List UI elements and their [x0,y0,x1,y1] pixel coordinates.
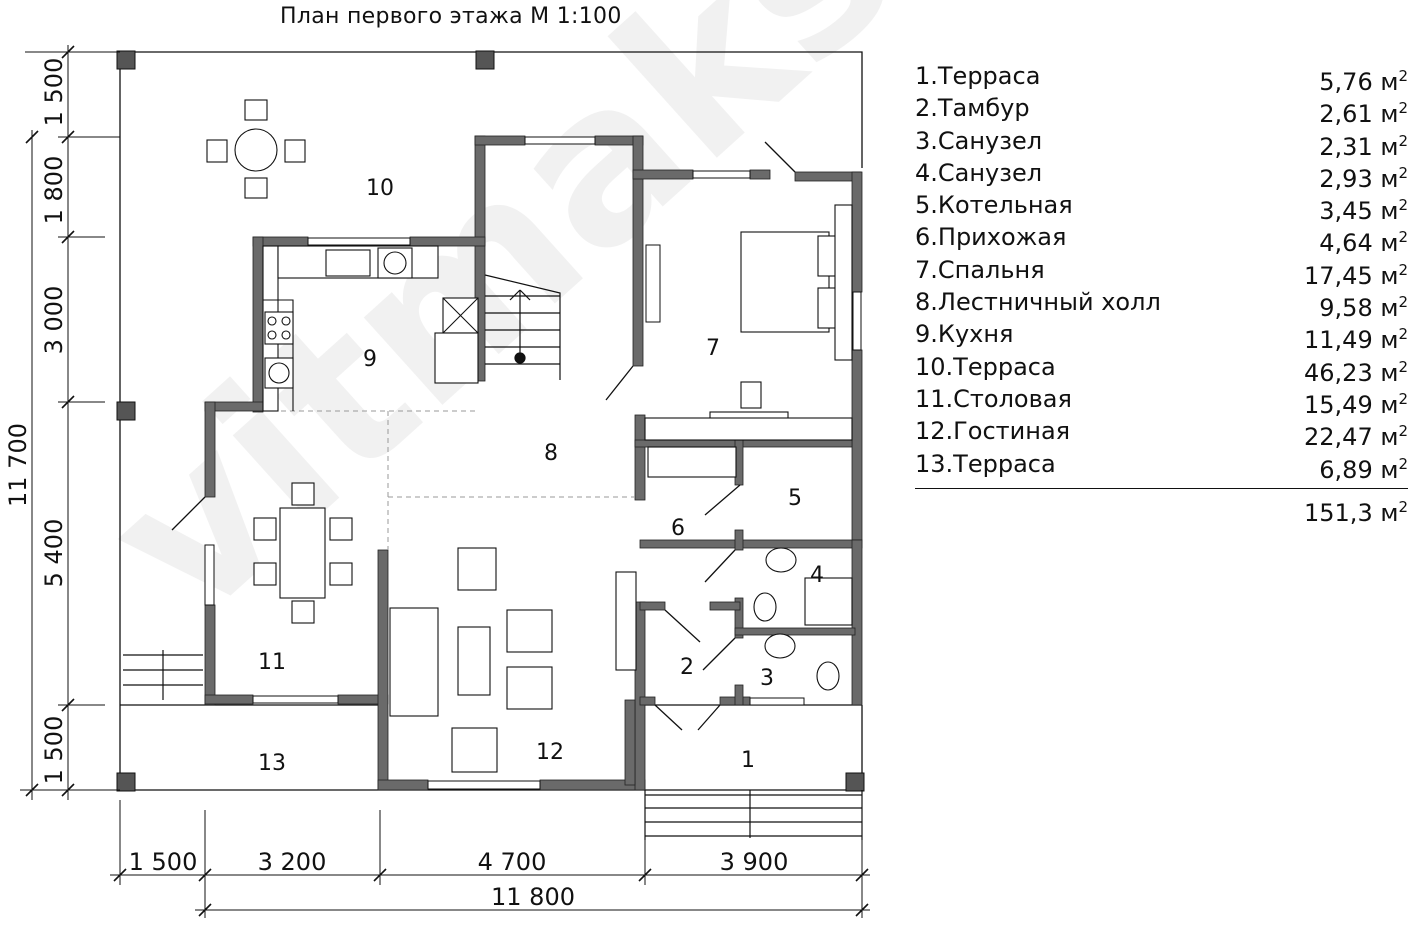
legend-row: 12.Гостиная 22,47 м2 [915,415,1408,452]
kitchen-furniture [262,245,479,412]
room-number: 13 [258,751,286,776]
room-name: 9.Кухня [915,320,1014,349]
room-number: 12 [536,740,564,765]
dim-left-1: 1 500 [40,58,68,127]
legend-total: 151,3 м2 [1304,497,1408,527]
doors [171,141,796,731]
room-name: 12.Гостиная [915,417,1071,446]
room-legend: 1.Терраса 5,76 м2 2.Тамбур 2,61 м2 3.Сануз… [915,60,1408,527]
plan-title: План первого этажа М 1:100 [280,4,622,29]
legend-row: 2.Тамбур 2,61 м2 [915,92,1408,129]
legend-row: 13.Терраса 6,89 м2 [915,448,1408,484]
room-number: 2 [680,655,694,680]
room-number: 4 [810,563,824,588]
room-area: 22,47 м2 [1304,422,1408,452]
dim-bottom-total: 11 800 [491,883,575,911]
dim-left-3: 3 000 [40,286,68,355]
furniture [206,99,853,773]
legend-row: 3.Санузел 2,31 м2 [915,125,1408,161]
room-area: 9,58 м2 [1319,293,1408,323]
room-number: 6 [671,516,685,541]
room-numbers: 1 2 3 4 5 6 7 8 9 10 11 12 13 [258,176,824,776]
room-name: 4.Санузел [915,158,1043,187]
room-area: 6,89 м2 [1319,454,1408,484]
room-number: 7 [706,336,720,361]
room-name: 13.Терраса [915,449,1056,478]
dim-bottom-1: 1 500 [129,848,198,876]
dim-left-total: 11 700 [4,423,32,507]
room-name: 5.Котельная [915,191,1073,220]
stair [123,274,863,840]
room-number: 9 [363,347,377,372]
room-number: 3 [760,666,774,691]
windows [204,136,862,790]
legend-row: 9.Кухня 11,49 м2 [915,318,1408,355]
room-name: 6.Прихожая [915,223,1067,252]
room-number: 10 [366,176,394,201]
room-name: 7.Спальня [915,255,1045,284]
legend-row: 6.Прихожая 4,64 м2 [915,221,1408,258]
room-number: 5 [788,486,802,511]
room-area: 2,31 м2 [1319,131,1408,161]
room-number: 8 [544,441,558,466]
room-number: 1 [741,748,755,773]
room-area: 17,45 м2 [1304,260,1408,290]
legend-row: 1.Терраса 5,76 м2 [915,60,1408,96]
legend-row: 11.Столовая 15,49 м2 [915,383,1408,419]
room-name: 2.Тамбур [915,94,1030,123]
room-area: 4,64 м2 [1319,228,1408,258]
dim-bottom-3: 4 700 [478,848,547,876]
room-area: 46,23 м2 [1304,357,1408,387]
room-area: 2,93 м2 [1319,163,1408,193]
room-name: 3.Санузел [915,126,1043,155]
room-area: 3,45 м2 [1319,196,1408,226]
room-name: 1.Терраса [915,62,1041,90]
columns [116,50,865,792]
room-name: 11.Столовая [915,384,1072,413]
dimension-ticks [25,45,869,917]
dim-bottom-4: 3 900 [720,848,789,876]
legend-row: 10.Терраса 46,23 м2 [915,351,1408,387]
room-area: 2,61 м2 [1319,99,1408,129]
room-number: 11 [258,650,286,675]
legend-divider [915,487,1408,489]
walls [204,135,863,791]
dim-left-5: 1 500 [40,716,68,785]
room-area: 5,76 м2 [1319,67,1408,96]
dim-bottom-2: 3 200 [258,848,327,876]
dim-left-2: 1 800 [40,156,68,225]
room-area: 11,49 м2 [1304,325,1408,355]
dimension-labels: 1 500 1 800 3 000 5 400 1 500 11 700 1 5… [4,58,788,911]
legend-row: 7.Спальня 17,45 м2 [915,254,1408,290]
legend-row: 5.Котельная 3,45 м2 [915,189,1408,226]
dim-left-4: 5 400 [40,519,68,588]
room-name: 8.Лестничный холл [915,288,1161,317]
legend-row: 8.Лестничный холл 9,58 м2 [915,286,1408,323]
room-area: 15,49 м2 [1304,389,1408,419]
legend-row: 4.Санузел 2,93 м2 [915,157,1408,193]
room-name: 10.Терраса [915,352,1056,381]
